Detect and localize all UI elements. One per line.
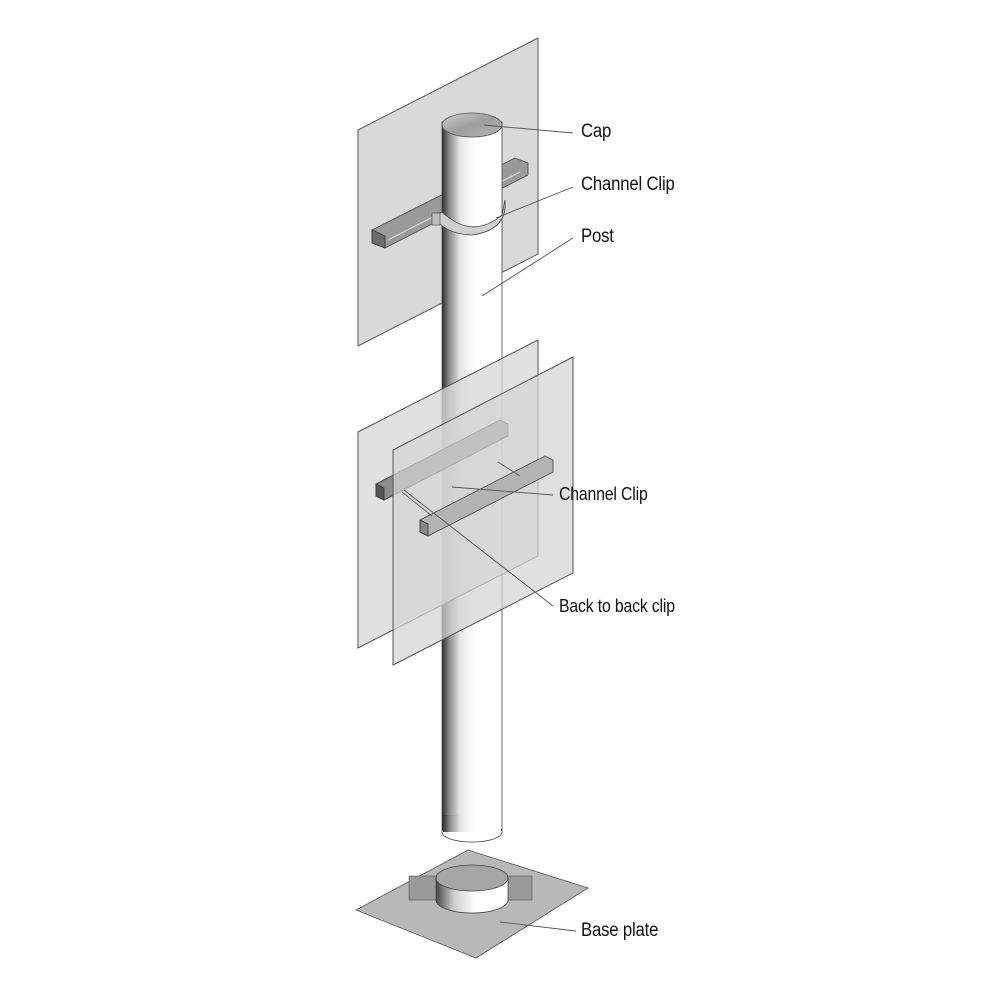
label-channel-clip-middle: Channel Clip (559, 484, 648, 504)
top-channel-clip (431, 199, 506, 236)
middle-sign-panel-front (392, 356, 574, 666)
label-channel-clip-top: Channel Clip (581, 174, 675, 195)
base-plate (355, 849, 589, 959)
leader-lines (403, 124, 577, 932)
label-base-plate: Base plate (581, 920, 659, 941)
middle-channel-front (401, 455, 554, 537)
label-cap: Cap (581, 121, 612, 142)
label-post: Post (581, 226, 614, 247)
label-back-to-back-clip: Back to back clip (559, 596, 675, 616)
cap (441, 112, 503, 138)
